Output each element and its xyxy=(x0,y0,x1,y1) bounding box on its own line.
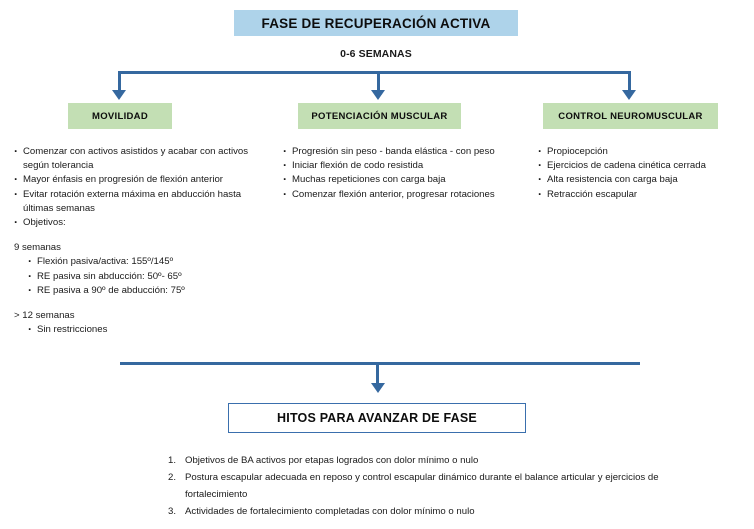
list-item: Retracción escapular xyxy=(538,187,753,202)
subgroup-12-semanas: > 12 semanas Sin restricciones xyxy=(14,309,254,337)
list-item: Comenzar con activos asistidos y acabar … xyxy=(14,144,254,173)
connector-stem-center xyxy=(377,71,380,93)
list-item: Progresión sin peso - banda elástica - c… xyxy=(283,144,523,159)
bullet-list: Progresión sin peso - banda elástica - c… xyxy=(283,144,523,202)
arrow-head-center xyxy=(371,90,385,100)
connector-horizontal-top xyxy=(118,71,630,74)
column-header-label: CONTROL NEUROMUSCULAR xyxy=(558,110,703,122)
connector-stem-bottom xyxy=(376,362,379,384)
bullet-list: Comenzar con activos asistidos y acabar … xyxy=(14,144,254,230)
connector-stem-right xyxy=(628,71,631,93)
milestones-list: Objetivos de BA activos por etapas logra… xyxy=(168,452,708,520)
column-body-control-neuromuscular: Propiocepción Ejercicios de cadena cinét… xyxy=(538,144,753,202)
subgroup-9-semanas: 9 semanas Flexión pasiva/activa: 155º/14… xyxy=(14,241,254,298)
list-item: Propiocepción xyxy=(538,144,753,159)
list-item: Muchas repeticiones con carga baja xyxy=(283,172,523,187)
arrow-head-right xyxy=(622,90,636,100)
list-item: Comenzar flexión anterior, progresar rot… xyxy=(283,187,523,202)
list-item: Mayor énfasis en progresión de flexión a… xyxy=(14,172,254,187)
column-header-label: MOVILIDAD xyxy=(91,110,148,122)
column-header-label: POTENCIACIÓN MUSCULAR xyxy=(311,110,448,122)
phase-title-banner: FASE DE RECUPERACIÓN ACTIVA xyxy=(234,10,518,36)
subgroup-list: Sin restricciones xyxy=(14,322,254,337)
phase-title-text: FASE DE RECUPERACIÓN ACTIVA xyxy=(261,15,491,31)
arrow-head-bottom xyxy=(371,383,385,393)
list-item: Flexión pasiva/activa: 155º/145º xyxy=(28,254,254,269)
subgroup-title: > 12 semanas xyxy=(14,310,75,322)
column-body-movilidad: Comenzar con activos asistidos y acabar … xyxy=(14,144,254,337)
list-item: RE pasiva a 90º de abducción: 75º xyxy=(28,283,254,298)
list-item: Ejercicios de cadena cinética cerrada xyxy=(538,158,753,173)
list-item: Alta resistencia con carga baja xyxy=(538,172,753,187)
list-item: Objetivos: xyxy=(14,215,254,230)
column-header-potenciacion: POTENCIACIÓN MUSCULAR xyxy=(298,103,461,129)
connector-horizontal-bottom xyxy=(120,362,640,365)
numbered-list: Objetivos de BA activos por etapas logra… xyxy=(168,452,708,520)
list-item: Evitar rotación externa máxima en abducc… xyxy=(14,187,254,216)
column-header-movilidad: MOVILIDAD xyxy=(68,103,172,129)
list-item: Iniciar flexión de codo resistida xyxy=(283,158,523,173)
milestones-title: HITOS PARA AVANZAR DE FASE xyxy=(277,411,477,425)
list-item: Postura escapular adecuada en reposo y c… xyxy=(168,469,659,500)
list-item: RE pasiva sin abducción: 50º- 65º xyxy=(28,269,254,284)
list-item: Sin restricciones xyxy=(28,322,254,337)
column-body-potenciacion: Progresión sin peso - banda elástica - c… xyxy=(283,144,523,202)
arrow-head-left xyxy=(112,90,126,100)
column-header-control-neuromuscular: CONTROL NEUROMUSCULAR xyxy=(543,103,718,129)
list-item: Objetivos de BA activos por etapas logra… xyxy=(168,452,479,469)
milestones-box: HITOS PARA AVANZAR DE FASE xyxy=(228,403,526,433)
subgroup-title: 9 semanas xyxy=(14,242,61,254)
bullet-list: Propiocepción Ejercicios de cadena cinét… xyxy=(538,144,753,202)
phase-subtitle: 0-6 SEMANAS xyxy=(340,48,412,60)
list-item: Actividades de fortalecimiento completad… xyxy=(168,503,475,520)
connector-stem-left xyxy=(118,71,121,93)
subgroup-list: Flexión pasiva/activa: 155º/145º RE pasi… xyxy=(14,254,254,298)
